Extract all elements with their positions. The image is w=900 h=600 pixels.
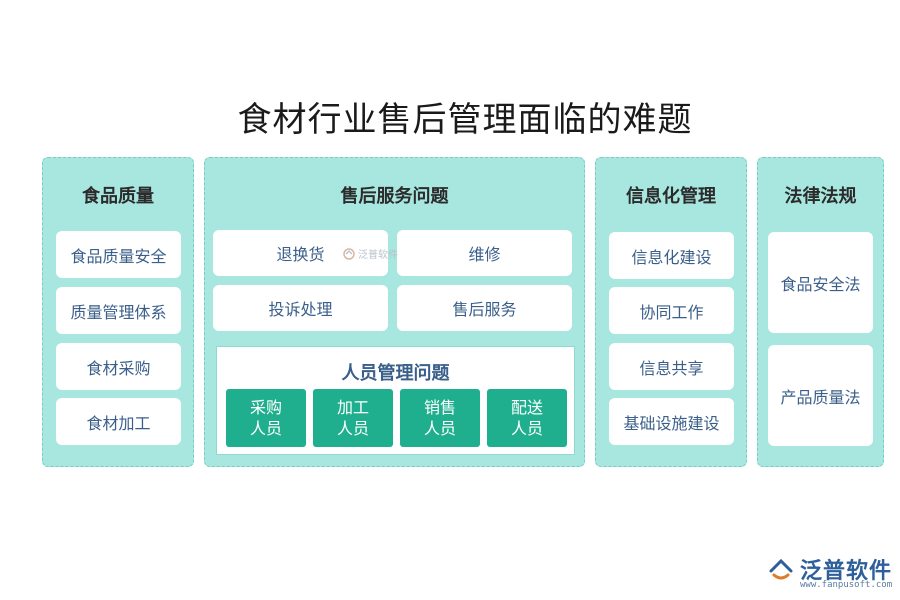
role-line: 人员: [423, 419, 456, 438]
box-item: 退换货: [213, 230, 388, 276]
role-box-delivery: 配送 人员: [487, 389, 567, 447]
panel-title: 食品质量: [82, 186, 154, 207]
brand-logo: 泛普软件: [768, 553, 892, 585]
box-item: 质量管理体系: [56, 287, 181, 334]
brand-name: 泛普软件: [800, 559, 893, 584]
box-item: 信息化建设: [609, 232, 734, 279]
role-box-sales: 销售 人员: [400, 389, 480, 447]
role-line: 采购: [249, 398, 282, 417]
brand-logo-icon: [769, 558, 793, 580]
panel-informatization: 信息化管理 信息化建设 协同工作 信息共享 基础设施建设: [595, 157, 747, 467]
box-item: 食品质量安全: [56, 231, 181, 278]
box-item: 协同工作: [609, 287, 734, 334]
box-item: 食材采购: [56, 343, 181, 390]
panel-food-quality: 食品质量 食品质量安全 质量管理体系 食材采购 食材加工: [42, 157, 194, 467]
role-line: 人员: [510, 419, 543, 438]
box-item: 投诉处理: [213, 285, 388, 331]
panel-title: 售后服务问题: [340, 186, 449, 207]
box-item: 售后服务: [397, 285, 572, 331]
role-box-processing: 加工 人员: [313, 389, 393, 447]
panel-title: 信息化管理: [626, 186, 716, 207]
panel-laws: 法律法规 食品安全法 产品质量法: [757, 157, 884, 467]
box-item: 基础设施建设: [609, 398, 734, 445]
role-line: 人员: [336, 419, 369, 438]
page-title: 食材行业售后管理面临的难题: [237, 100, 693, 140]
box-item: 食材加工: [56, 398, 181, 445]
box-item: 维修: [397, 230, 572, 276]
box-item: 信息共享: [609, 343, 734, 390]
brand-url: www.fanpusoft.com: [800, 580, 893, 590]
box-item: 产品质量法: [768, 345, 873, 446]
role-line: 配送: [510, 398, 543, 417]
watermark-logo-icon: [343, 247, 355, 260]
panel-title: 法律法规: [784, 186, 857, 207]
role-line: 销售: [423, 398, 456, 417]
panel-after-sales: 售后服务问题 退换货 维修 投诉处理 售后服务 泛普软件 人员管理问题 采购 人…: [204, 157, 585, 467]
sub-panel-personnel: 人员管理问题 采购 人员 加工 人员 销售 人员 配送 人员: [216, 346, 575, 455]
watermark: 泛普软件: [343, 246, 398, 261]
role-line: 加工: [336, 398, 369, 417]
sub-panel-title: 人员管理问题: [341, 363, 450, 384]
role-box-purchasing: 采购 人员: [226, 389, 306, 447]
watermark-text: 泛普软件: [358, 250, 398, 261]
role-line: 人员: [249, 419, 282, 438]
box-item: 食品安全法: [768, 232, 873, 333]
